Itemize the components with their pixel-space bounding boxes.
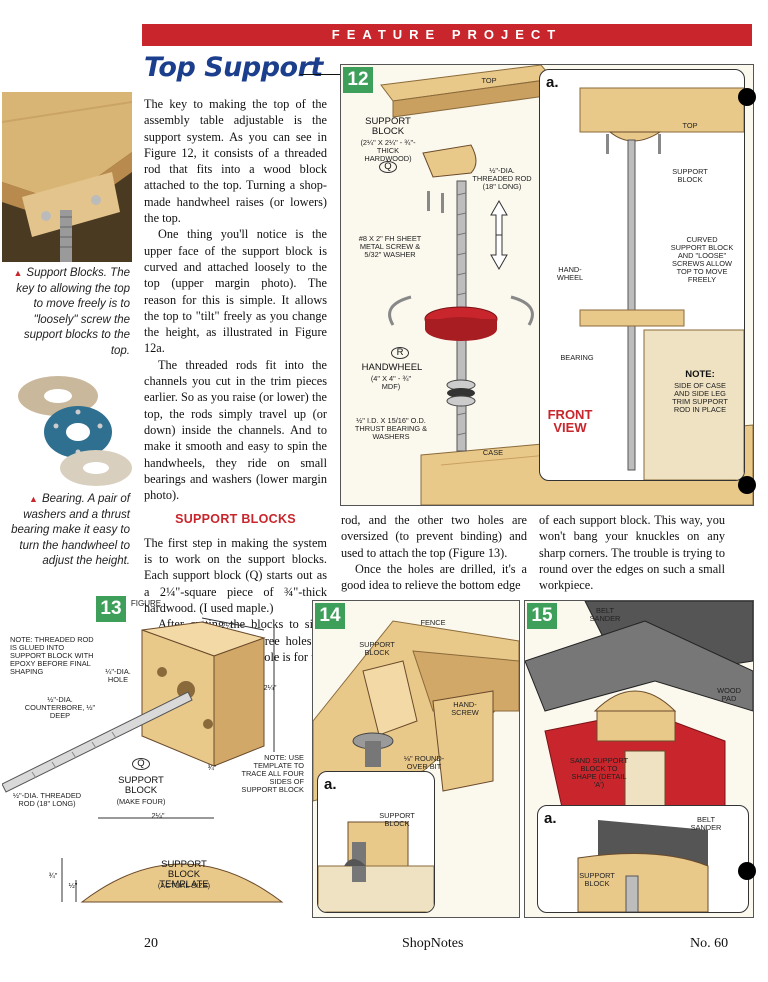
template-label: SUPPORT BLOCK TEMPLATE <box>159 859 209 890</box>
text-column-2: rod, and the other two holes are oversiz… <box>341 512 527 593</box>
front-view-label: FRONT VIEW <box>547 407 593 435</box>
figure-12-detail-a: a. TOP SUPPORT BLOCK HAND-WHEEL CURVED S… <box>539 69 745 481</box>
figure-number-badge: 14 <box>315 603 345 629</box>
title-rule <box>300 74 340 75</box>
caption-text: The key to allowing the top to move free… <box>16 267 130 357</box>
caption-text: A pair of washers and a thrust bearing m… <box>11 493 130 567</box>
note-title: NOTE: <box>685 369 715 380</box>
part-q-label: Q <box>132 758 150 770</box>
paragraph: Once the holes are drilled, it's a good … <box>341 561 527 593</box>
detail-curved-label: CURVED SUPPORT BLOCK AND "LOOSE" SCREWS … <box>670 235 734 284</box>
figure-word: FIGURE <box>130 599 162 608</box>
paragraph: One thing you'll notice is the upper fac… <box>144 227 327 356</box>
hole-label: ¼"-DIA. HOLE <box>105 667 131 684</box>
triangle-bullet-icon: ▲ <box>29 494 38 504</box>
make-four-label: (MAKE FOUR) <box>116 797 166 806</box>
figure-15: 15 BELT SANDER WOOD PAD SAND SUPPORT BLO… <box>524 600 754 918</box>
support-blocks-photo <box>2 92 132 262</box>
detail-label: a. <box>544 810 557 827</box>
support-label: SUPPORT BLOCK <box>359 640 395 657</box>
fig13-note2: NOTE: USE TEMPLATE TO TRACE ALL FOUR SID… <box>241 753 304 794</box>
text-column-3: of each support block. This way, you won… <box>539 512 725 593</box>
threaded-rod-label: ½"-DIA. THREADED ROD (18" LONG) <box>472 166 532 191</box>
figure-13: 13 FIGURE NOTE: THREADED ROD IS GLUED IN… <box>2 596 308 926</box>
triangle-bullet-icon: ▲ <box>13 268 23 278</box>
belt-sander-label: BELT SANDER <box>589 606 621 623</box>
dim-thick: ¾" <box>207 763 217 772</box>
caption-lead: Bearing. <box>41 493 85 505</box>
detail-handwheel-label: HAND-WHEEL <box>556 265 584 282</box>
wood-pad-label: WOOD PAD <box>717 686 741 703</box>
part-r-label: R <box>391 347 409 359</box>
support-blocks-caption: ▲Support Blocks. The key to allowing the… <box>4 266 131 359</box>
sand-label: SAND SUPPORT BLOCK TO SHAPE (DETAIL 'a') <box>569 756 629 789</box>
dim-bottom: 2¼" <box>151 811 165 820</box>
bearing-label: ½" I.D. x 15/16" O.D. THRUST BEARING & W… <box>354 416 428 441</box>
detail-bearing-label: BEARING <box>560 353 594 362</box>
registration-dot <box>738 862 756 880</box>
template-dim-2: ½" <box>68 881 78 890</box>
fence-label: FENCE <box>420 618 446 627</box>
screw-label: #8 x 2" FH SHEET METAL SCREW & 5/32" WAS… <box>358 234 422 259</box>
handscrew-label: HAND-SCREW <box>451 700 479 717</box>
detail-support-label: SUPPORT BLOCK <box>672 167 708 184</box>
counterbore-label: ½"-DIA. COUNTERBORE, ½" DEEP <box>24 695 96 720</box>
detail-belt-label: BELT SANDER <box>690 815 722 832</box>
registration-dot <box>738 88 756 106</box>
support-block-label: SUPPORT BLOCK <box>365 116 411 137</box>
figure-15-detail-a: a. BELT SANDER SUPPORT BLOCK <box>537 805 749 913</box>
figure-12: 12 TOP SUPPORT BLOCK (2¼" x 2¼" - ¾"-THI… <box>340 64 754 506</box>
page-number: 20 <box>144 936 158 951</box>
detail-top-label: TOP <box>682 121 698 130</box>
figure-14: 14 FENCE SUPPORT BLOCK HAND-SCREW ⅛" ROU… <box>312 600 520 918</box>
feature-project-banner: FEATURE PROJECT <box>142 24 752 46</box>
paragraph: The first step in making the system is t… <box>144 535 327 615</box>
detail-label: a. <box>324 776 337 793</box>
bearing-caption: ▲Bearing. A pair of washers and a thrust… <box>4 492 130 570</box>
detail-support-label: SUPPORT BLOCK <box>379 811 415 828</box>
figure-number-badge: 15 <box>527 603 557 629</box>
text-column-1: The key to making the top of the assembl… <box>144 96 327 665</box>
dim-side: 2¼" <box>263 683 277 692</box>
rod-label: ½"-DIA. THREADED ROD (18" LONG) <box>12 791 82 808</box>
dim-top: 2¼" <box>221 621 235 630</box>
article-title: Top Support <box>144 52 323 83</box>
issue-number: No. 60 <box>690 936 729 951</box>
note-text: SIDE OF CASE AND SIDE LEG TRIM SUPPORT R… <box>672 381 728 414</box>
magazine-name: ShopNotes <box>402 936 464 951</box>
detail-support-label: SUPPORT BLOCK <box>579 871 615 888</box>
handwheel-dims: (4" x 4" - ¾" MDF) <box>370 374 412 391</box>
template-dim-1: ¾" <box>48 871 58 880</box>
figure-number-badge: 13 <box>96 596 126 622</box>
fig13-note: NOTE: THREADED ROD IS GLUED INTO SUPPORT… <box>10 635 94 676</box>
figure-number-badge: 12 <box>343 67 373 93</box>
registration-dot <box>738 476 756 494</box>
caption-lead: Support Blocks. <box>26 267 107 279</box>
figure-14-detail-a: a. SUPPORT BLOCK <box>317 771 435 913</box>
support-block-dims: (2¼" x 2¼" - ¾"-THICK HARDWOOD) <box>360 138 416 163</box>
bearing-photo <box>6 368 132 490</box>
template-sub: (ACTUAL SIZE) <box>157 881 211 890</box>
paragraph: rod, and the other two holes are oversiz… <box>341 513 527 560</box>
case-label: CASE <box>482 448 504 457</box>
top-label: TOP <box>481 76 497 85</box>
section-subhead: SUPPORT BLOCKS <box>175 512 296 527</box>
detail-label: a. <box>546 74 559 91</box>
paragraph: The key to making the top of the assembl… <box>144 97 327 226</box>
handwheel-label: HANDWHEEL <box>361 362 423 373</box>
paragraph: The threaded rods fit into the channels … <box>144 357 327 503</box>
block-label: SUPPORT BLOCK <box>118 775 164 796</box>
part-q-label: Q <box>379 161 397 173</box>
paragraph: of each support block. This way, you won… <box>539 513 725 593</box>
bit-label: ⅛" ROUND-OVER BIT <box>403 754 445 771</box>
